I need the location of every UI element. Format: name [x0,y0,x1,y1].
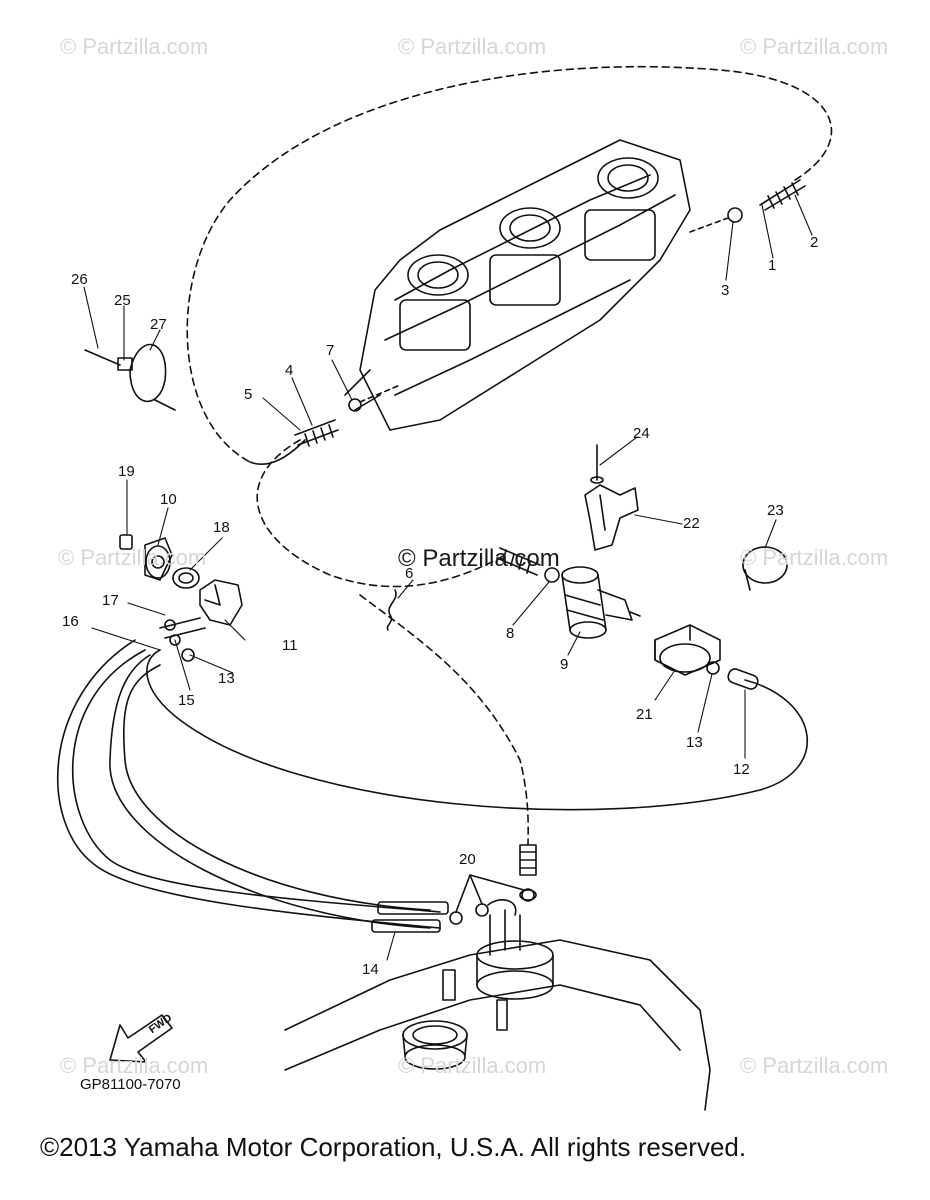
callout-12: 12 [733,761,750,778]
watermark: © Partzilla.com [60,1053,209,1078]
callout-15: 15 [178,692,195,709]
callout-21: 21 [636,706,653,723]
vent-hose-b [56,639,441,929]
hook-6 [386,589,397,631]
callout-17: 17 [102,592,119,609]
clamp-20c [521,888,535,902]
callout-24: 24 [633,425,650,442]
callout-3: 3 [721,282,730,299]
hose-left-run [249,439,306,465]
diagram-code: GP81100-7070 [80,1076,181,1093]
clamp-13b [706,661,720,675]
callout-16: 16 [62,613,79,630]
callout-8: 8 [506,625,515,642]
bracket-22 [584,484,639,551]
callout-5: 5 [244,386,253,403]
hose-4 [294,419,339,447]
callout-13: 13 [218,670,235,687]
fuel-tank [284,909,711,1111]
watermark: © Partzilla.com [740,545,889,570]
clamp-20b [475,903,489,917]
callout-11: 11 [282,637,298,654]
callout-14: 14 [362,961,379,978]
clamp-20a [449,911,463,925]
callout-7: 7 [326,342,335,359]
copyright-notice: ©2013 Yamaha Motor Corporation, U.S.A. A… [40,1132,747,1162]
watermark: © Partzilla.com [398,1053,547,1078]
watermark: © Partzilla.com [740,1053,889,1078]
vent-hose-d [109,654,431,929]
callout-9: 9 [560,656,569,673]
callout-20: 20 [459,851,476,868]
watermark: © Partzilla.com [60,34,209,59]
hose-12-end [727,668,759,690]
leader-lines [83,194,813,961]
tank-fitting [519,844,537,901]
callout-25: 25 [114,292,131,309]
clamp-7 [348,398,362,412]
return-hose-loop [186,65,833,463]
clamp-8 [544,567,560,583]
watermark: © Partzilla.com [740,34,889,59]
callout-2: 2 [810,234,819,251]
bracket-21 [654,624,721,676]
vent-hose-a [71,649,441,913]
callout-22: 22 [683,515,700,532]
fuel-filter [561,566,641,639]
watermark: © Partzilla.com [58,545,207,570]
fuel-cock-assembly [119,534,243,662]
hose-segment-near-filter [496,547,541,576]
band-clamp [84,343,176,411]
hose-to-tank [359,594,529,846]
callout-23: 23 [767,502,784,519]
callout-18: 18 [213,519,230,536]
carburetor-assembly [344,139,691,431]
callout-6: 6 [405,565,414,582]
watermark-center: © Partzilla.com [398,545,560,572]
callout-26: 26 [71,271,88,288]
clamp-3 [727,207,743,223]
fwd-arrow [109,1014,173,1063]
watermark: © Partzilla.com [398,34,547,59]
callout-13: 13 [686,734,703,751]
callout-10: 10 [160,491,177,508]
callout-27: 27 [150,316,167,333]
callout-1: 1 [768,257,777,274]
hose-2 [759,179,806,211]
callout-19: 19 [118,463,135,480]
vent-hose-c [122,664,431,911]
hose-ends [371,901,449,933]
hose-12-loop [146,649,809,811]
hose-to-filter [256,439,506,588]
bolt-24 [590,444,604,484]
callout-4: 4 [285,362,294,379]
